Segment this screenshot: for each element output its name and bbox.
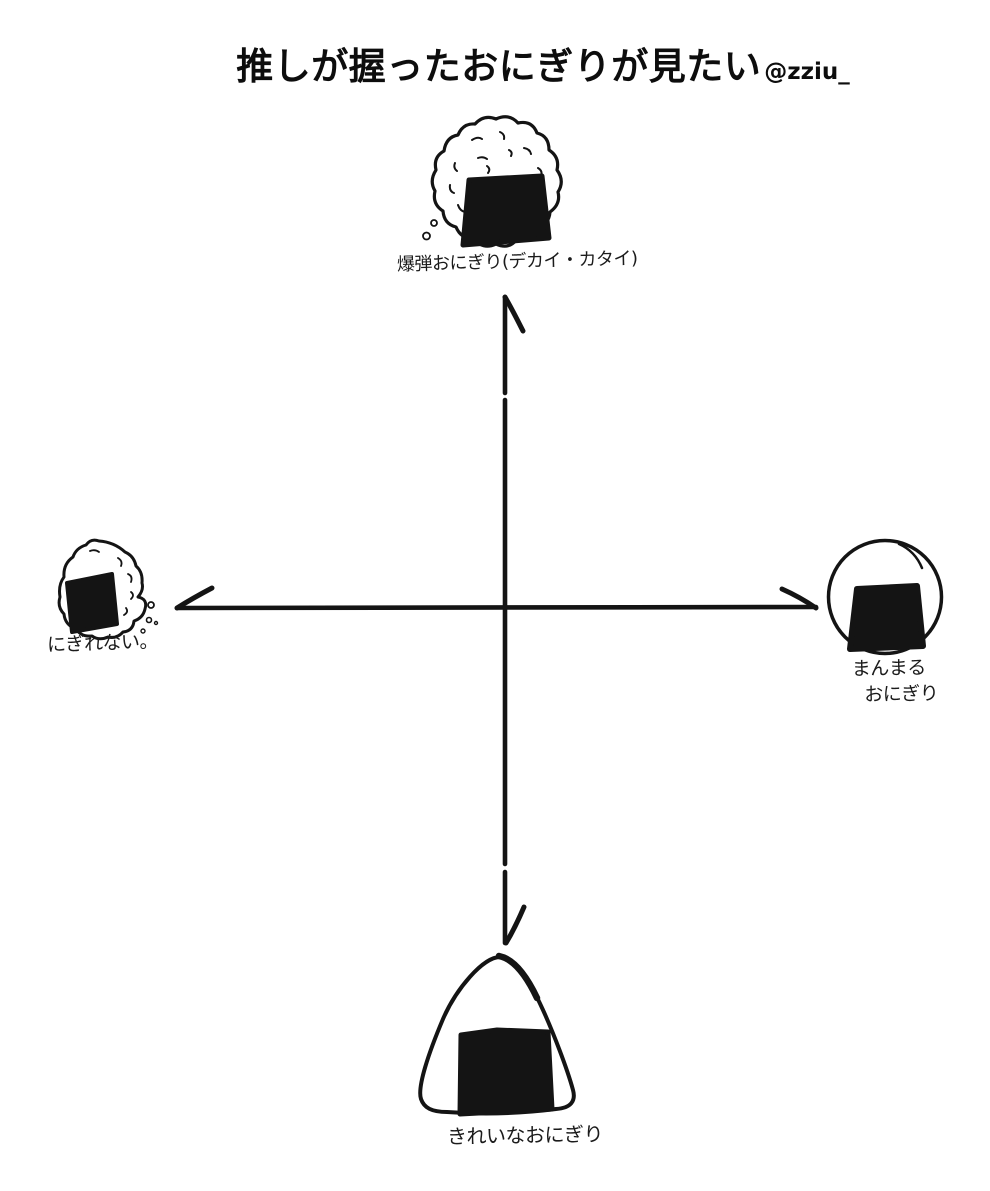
rice-crumb xyxy=(422,231,431,241)
rice-crumb xyxy=(147,601,155,609)
nori-sheet xyxy=(460,173,552,248)
nori-sheet xyxy=(457,1027,555,1117)
arrowhead-down-icon xyxy=(503,904,527,946)
rice-texture-marks xyxy=(89,549,134,616)
label-pretty-onigiri: きれいなおにぎり xyxy=(446,1121,604,1149)
page-title: 推しが握ったおにぎりが見たい@zziu_ xyxy=(0,36,990,90)
rice-crumb xyxy=(430,219,438,227)
title-text: 推しが握ったおにぎりが見たい xyxy=(236,45,762,88)
rice-crumb xyxy=(140,628,146,634)
bomb-onigiri-icon xyxy=(422,115,563,248)
arrowhead-up-icon xyxy=(502,294,526,334)
title-wrapper: 推しが握ったおにぎりが見たい@zziu_ xyxy=(236,36,850,90)
outline-overstroke xyxy=(495,952,541,1002)
round-onigiri-icon xyxy=(826,538,944,656)
axes-cross xyxy=(174,294,819,946)
rice-crumb xyxy=(145,616,153,624)
outline-overstroke xyxy=(897,542,924,570)
crumbling-onigiri-icon xyxy=(57,538,159,641)
label-cannot-grip: にぎれない。 xyxy=(46,630,159,657)
arrowhead-right-icon xyxy=(779,586,819,611)
triangle-onigiri-icon xyxy=(418,952,576,1117)
credit-handle: @zziu_ xyxy=(764,59,850,85)
horizontal-axis xyxy=(174,604,819,611)
rice-crumb xyxy=(153,620,159,626)
arrowhead-left-icon xyxy=(174,585,215,611)
nori-sheet xyxy=(65,572,119,634)
label-round-onigiri: まんまる おにぎり xyxy=(851,656,939,706)
nori-sheet xyxy=(847,583,926,652)
